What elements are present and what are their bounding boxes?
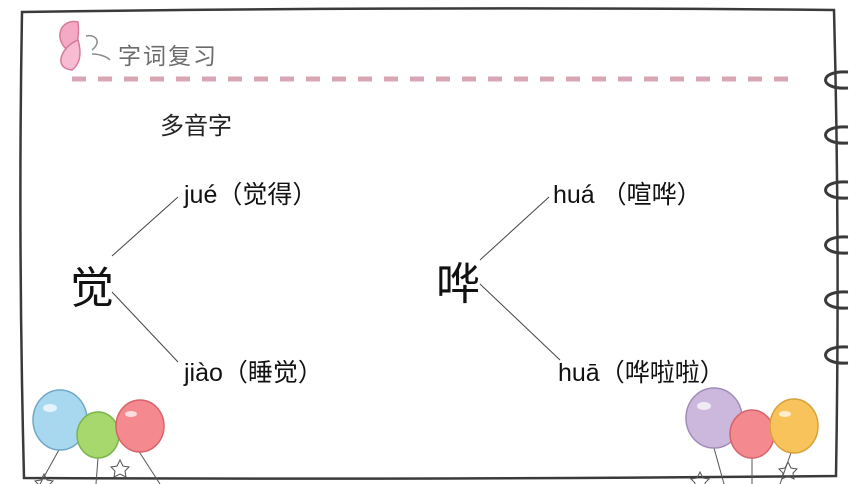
connector-lines: [111, 196, 561, 363]
balloons-left: [32, 389, 165, 484]
spiral-rings: [824, 70, 849, 365]
reading-hua-2: huā（哗啦啦）: [558, 353, 725, 389]
pinyin: huā: [558, 359, 600, 387]
notebook-frame: [19, 7, 839, 480]
example-word: （睡觉）: [222, 359, 323, 387]
subtitle: 多音字: [160, 112, 232, 140]
reading-jue-1: jué（觉得）: [184, 175, 317, 211]
example-word: （哗啦啦）: [599, 359, 725, 387]
polyphonic-char-jue: 觉: [70, 263, 114, 314]
pinyin: jiào: [184, 359, 223, 387]
section-title: 字词复习: [118, 44, 218, 70]
reading-hua-1: huá （喧哗）: [553, 175, 702, 211]
example-word: （觉得）: [217, 181, 318, 209]
pinyin: huá: [553, 181, 595, 209]
reading-jue-2: jiào（睡觉）: [184, 353, 323, 389]
pinyin: jué: [184, 181, 218, 209]
example-word: （喧哗）: [594, 181, 702, 209]
balloons-right: [685, 387, 819, 484]
butterfly-icon: [59, 20, 111, 71]
polyphonic-char-hua: 哗: [436, 259, 480, 310]
